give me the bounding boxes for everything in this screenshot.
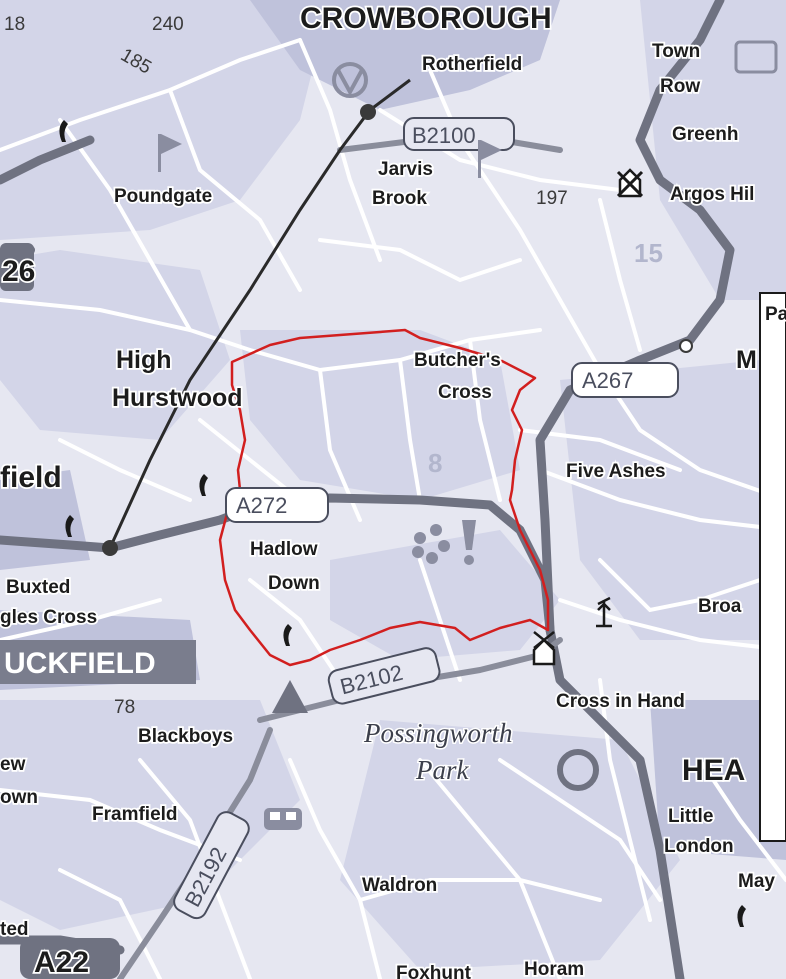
- place-hadlow: Hadlow: [250, 539, 318, 560]
- place-greenh: Greenh: [672, 124, 739, 145]
- a272-road: [0, 493, 685, 979]
- svg-text:UCKFIELD: UCKFIELD: [4, 647, 156, 680]
- camp-site-icon: [264, 808, 302, 830]
- road-number-15: 15: [634, 238, 663, 268]
- windmill-icon: [616, 170, 644, 198]
- road-number-8: 8: [428, 448, 442, 478]
- place-butchers: Butcher's: [414, 350, 501, 371]
- place-town-row-2: Row: [660, 76, 700, 97]
- svg-text:A272: A272: [236, 493, 287, 518]
- road-shield-b2100: B2100: [403, 117, 515, 151]
- grid-number-18: 18: [4, 14, 25, 35]
- place-horam: Horam: [524, 959, 584, 979]
- a22-road: [0, 135, 95, 185]
- station-marker: [102, 540, 118, 556]
- minor-roads: [0, 38, 786, 979]
- place-buxted: Buxted: [6, 577, 70, 598]
- place-argos-hill: Argos Hil: [670, 184, 754, 205]
- place-hurstwood: Hurstwood: [112, 384, 243, 412]
- place-five-ashes: Five Ashes: [566, 461, 666, 482]
- place-little: Little: [668, 806, 713, 827]
- place-down: Down: [268, 573, 320, 594]
- place-poundgate: Poundgate: [114, 186, 212, 207]
- road-shield-a267: A267: [571, 362, 679, 398]
- phone-icon: [65, 474, 746, 927]
- feature-possingworth: Possingworth: [363, 718, 513, 748]
- roundabout-icon: [557, 749, 599, 791]
- place-cross: Cross: [438, 382, 492, 403]
- inset-label: Pa: [765, 304, 786, 325]
- place-framfield: Framfield: [92, 804, 178, 825]
- place-broa: Broa: [698, 596, 742, 617]
- feature-park: Park: [415, 755, 470, 785]
- spot-height-240: 240: [152, 14, 184, 35]
- garden-icon: [412, 524, 450, 564]
- place-ew: ew: [0, 754, 26, 775]
- viewpoint-icon: [462, 520, 476, 565]
- junction-marker: [679, 339, 693, 353]
- place-hea: HEA: [682, 754, 745, 787]
- road-shield-a26: 26: [0, 243, 37, 291]
- place-town-row-1: Town: [652, 41, 700, 62]
- place-rotherfield: Rotherfield: [422, 54, 522, 75]
- svg-text:B2100: B2100: [412, 123, 476, 148]
- place-m-edge: M: [736, 346, 757, 374]
- place-blackboys: Blackboys: [138, 726, 233, 747]
- place-crowborough: CROWBOROUGH: [300, 2, 552, 35]
- parking-icon: [734, 40, 778, 74]
- a267-road: [535, 0, 735, 635]
- road-shield-a22: A22: [20, 938, 120, 979]
- place-cross-in-hand: Cross in Hand: [556, 691, 685, 712]
- place-ted: ted: [0, 919, 29, 940]
- tourist-info-icon: [332, 62, 368, 98]
- place-high: High: [116, 346, 172, 374]
- place-own: own: [0, 787, 38, 808]
- place-edge-bottom: Foxhunt: [396, 963, 472, 979]
- picnic-site-icon: [272, 680, 308, 713]
- place-jarvis-1: Jarvis: [378, 159, 433, 180]
- place-jarvis-2: Brook: [372, 188, 427, 209]
- flag-icon: [158, 134, 502, 178]
- spot-height-197: 197: [536, 188, 568, 209]
- town-banner-uckfield: UCKFIELD: [0, 640, 196, 684]
- route-boundary[interactable]: [218, 328, 550, 667]
- place-waldron: Waldron: [362, 875, 437, 896]
- radio-mast-icon: [596, 596, 612, 628]
- station-marker: [360, 104, 376, 120]
- svg-text:26: 26: [2, 255, 35, 288]
- place-field: field: [0, 461, 62, 494]
- place-gles-cross: gles Cross: [0, 607, 97, 628]
- inset-panel: [759, 292, 786, 842]
- phone-icon: [59, 120, 68, 142]
- svg-text:A22: A22: [34, 946, 89, 979]
- place-london: London: [664, 836, 734, 857]
- road-shield-a272: A272: [225, 487, 329, 523]
- spot-height-78: 78: [114, 697, 135, 718]
- place-may: May: [738, 871, 775, 892]
- svg-text:A267: A267: [582, 368, 633, 393]
